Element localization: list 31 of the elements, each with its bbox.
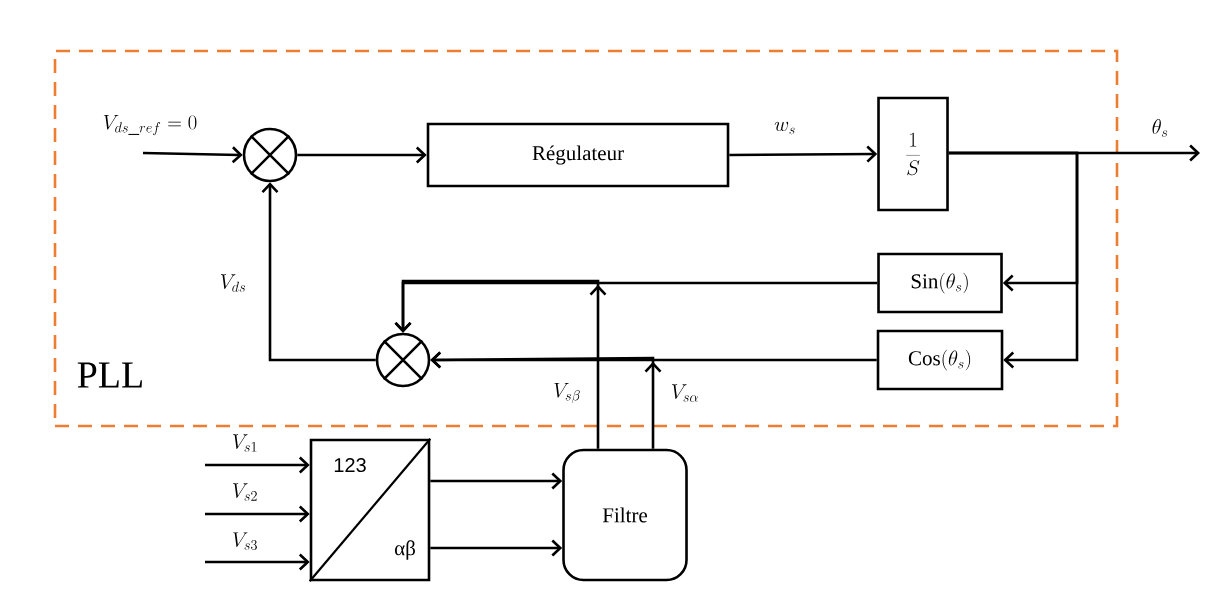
arrow (205, 553, 310, 571)
arrow (430, 539, 563, 557)
arrow (205, 505, 310, 523)
process-box: Filtre (562, 448, 688, 582)
summing-junction (242, 127, 298, 183)
arrow (729, 145, 878, 163)
edge-label: $V_{s3}$ (231, 531, 259, 551)
edge-label: $w_s$ (773, 121, 797, 135)
block-label: αβ (394, 540, 415, 560)
edge-label: $\theta_s$ (1150, 118, 1170, 138)
process-box: $\mathrm{Sin}(\theta_s)$ (877, 252, 1003, 314)
process-box: Régulateur (426, 122, 730, 188)
edge-label: $V_{s2}$ (231, 482, 259, 502)
edge-label: $V_{ds}$ (218, 273, 248, 293)
summing-junction (375, 332, 431, 388)
edge-label: $V_{ds\_ref} = 0$ (101, 113, 199, 137)
edge-label: $V_{s1}$ (231, 433, 259, 453)
edge-label: $V_{s\alpha}$ (670, 383, 701, 403)
process-box: $\mathrm{Cos}(\theta_s)$ (876, 329, 1004, 391)
group-label: PLL (77, 362, 142, 388)
arrow (430, 351, 662, 449)
arrow (394, 279, 607, 449)
arrow (297, 146, 427, 164)
arrow (205, 456, 310, 474)
arrow (261, 182, 376, 362)
edge-label: $V_{s\beta}$ (552, 381, 582, 405)
arrow (143, 146, 243, 164)
process-box: $\frac{1}{S}$ (877, 96, 949, 212)
arrow (948, 151, 1079, 369)
block-label: 123 (334, 457, 366, 473)
arrow (430, 472, 563, 490)
